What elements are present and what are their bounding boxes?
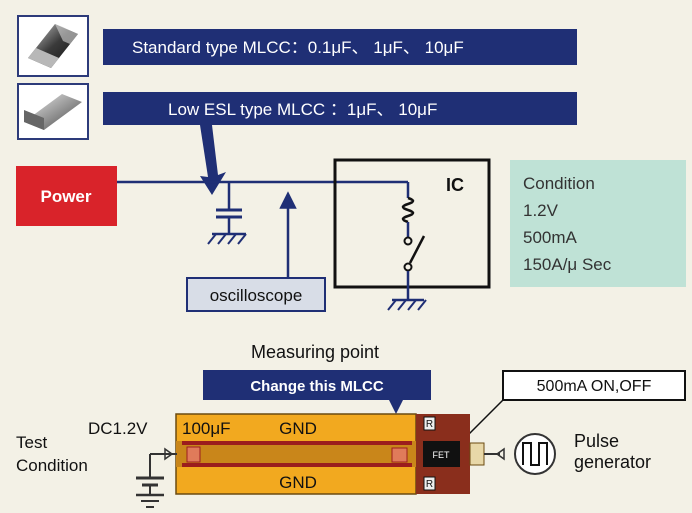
ic-box	[333, 158, 491, 289]
standard-mlcc-label: Standard type MLCC：0.1μF、 1μF、 10μF	[132, 38, 464, 57]
low-esl-mlcc-chip-icon	[24, 94, 82, 130]
test-condition-label-2: Condition	[16, 456, 88, 475]
inductor-icon	[401, 196, 415, 224]
signal-channel	[176, 441, 416, 467]
gnd-top-label: GND	[279, 419, 317, 438]
low-esl-mlcc-label: Low ESL type MLCC ：1μF、 10μF	[168, 100, 437, 119]
power-label: Power	[40, 187, 91, 206]
condition-voltage: 1.2V	[523, 201, 559, 220]
ic-label: IC	[446, 175, 464, 195]
battery-icon	[136, 476, 164, 508]
pulse-input-arrow	[495, 447, 505, 461]
change-mlcc-label: Change this MLCC	[250, 378, 383, 395]
gnd-bottom-label: GND	[279, 473, 317, 492]
condition-title: Condition	[523, 174, 595, 193]
oscilloscope-label: oscilloscope	[210, 286, 303, 305]
pulse-generator-label-2: generator	[574, 452, 651, 472]
resistor-top	[423, 416, 436, 431]
pulse-generator-label-1: Pulse	[574, 431, 619, 451]
standard-mlcc-icon-box	[17, 15, 89, 77]
supply-input-arrow	[164, 447, 174, 461]
resistor-bottom	[423, 476, 436, 491]
pulse-waveform-icon	[514, 433, 556, 475]
low-esl-mlcc-banner	[103, 92, 577, 125]
condition-slew-rate: 150A/μ Sec	[523, 255, 612, 274]
low-esl-mlcc-icon-box	[17, 83, 89, 140]
output-connector	[469, 442, 485, 466]
measuring-point-label: Measuring point	[251, 342, 379, 362]
fet-chip	[423, 441, 460, 467]
mlcc-pointer-arrow	[200, 125, 226, 195]
switch-icon	[403, 235, 426, 272]
standard-mlcc-banner	[103, 29, 577, 65]
cap-100uf-label: 100μF	[182, 419, 231, 438]
condition-box	[510, 160, 686, 287]
pulse-spec-leader	[464, 399, 504, 439]
pulse-spec-box	[502, 370, 686, 401]
oscilloscope-box	[186, 277, 326, 312]
ground-icon	[207, 232, 247, 245]
power-block	[16, 166, 117, 226]
test-condition-label-1: Test	[16, 433, 47, 452]
standard-mlcc-chip-icon	[28, 24, 78, 68]
ground-icon	[387, 298, 427, 311]
fet-label: FET	[433, 450, 451, 460]
change-mlcc-pointer	[389, 400, 403, 414]
change-mlcc-banner	[203, 370, 431, 400]
resistor-top-label: R	[426, 419, 433, 430]
condition-current: 500mA	[523, 228, 578, 247]
input-pad	[186, 446, 201, 463]
capacitor-icon	[216, 208, 242, 219]
resistor-bottom-label: R	[426, 479, 433, 490]
supply-voltage-label: DC1.2V	[88, 419, 148, 438]
pulse-spec-label: 500mA ON,OFF	[537, 378, 652, 395]
mlcc-pad	[391, 447, 408, 463]
